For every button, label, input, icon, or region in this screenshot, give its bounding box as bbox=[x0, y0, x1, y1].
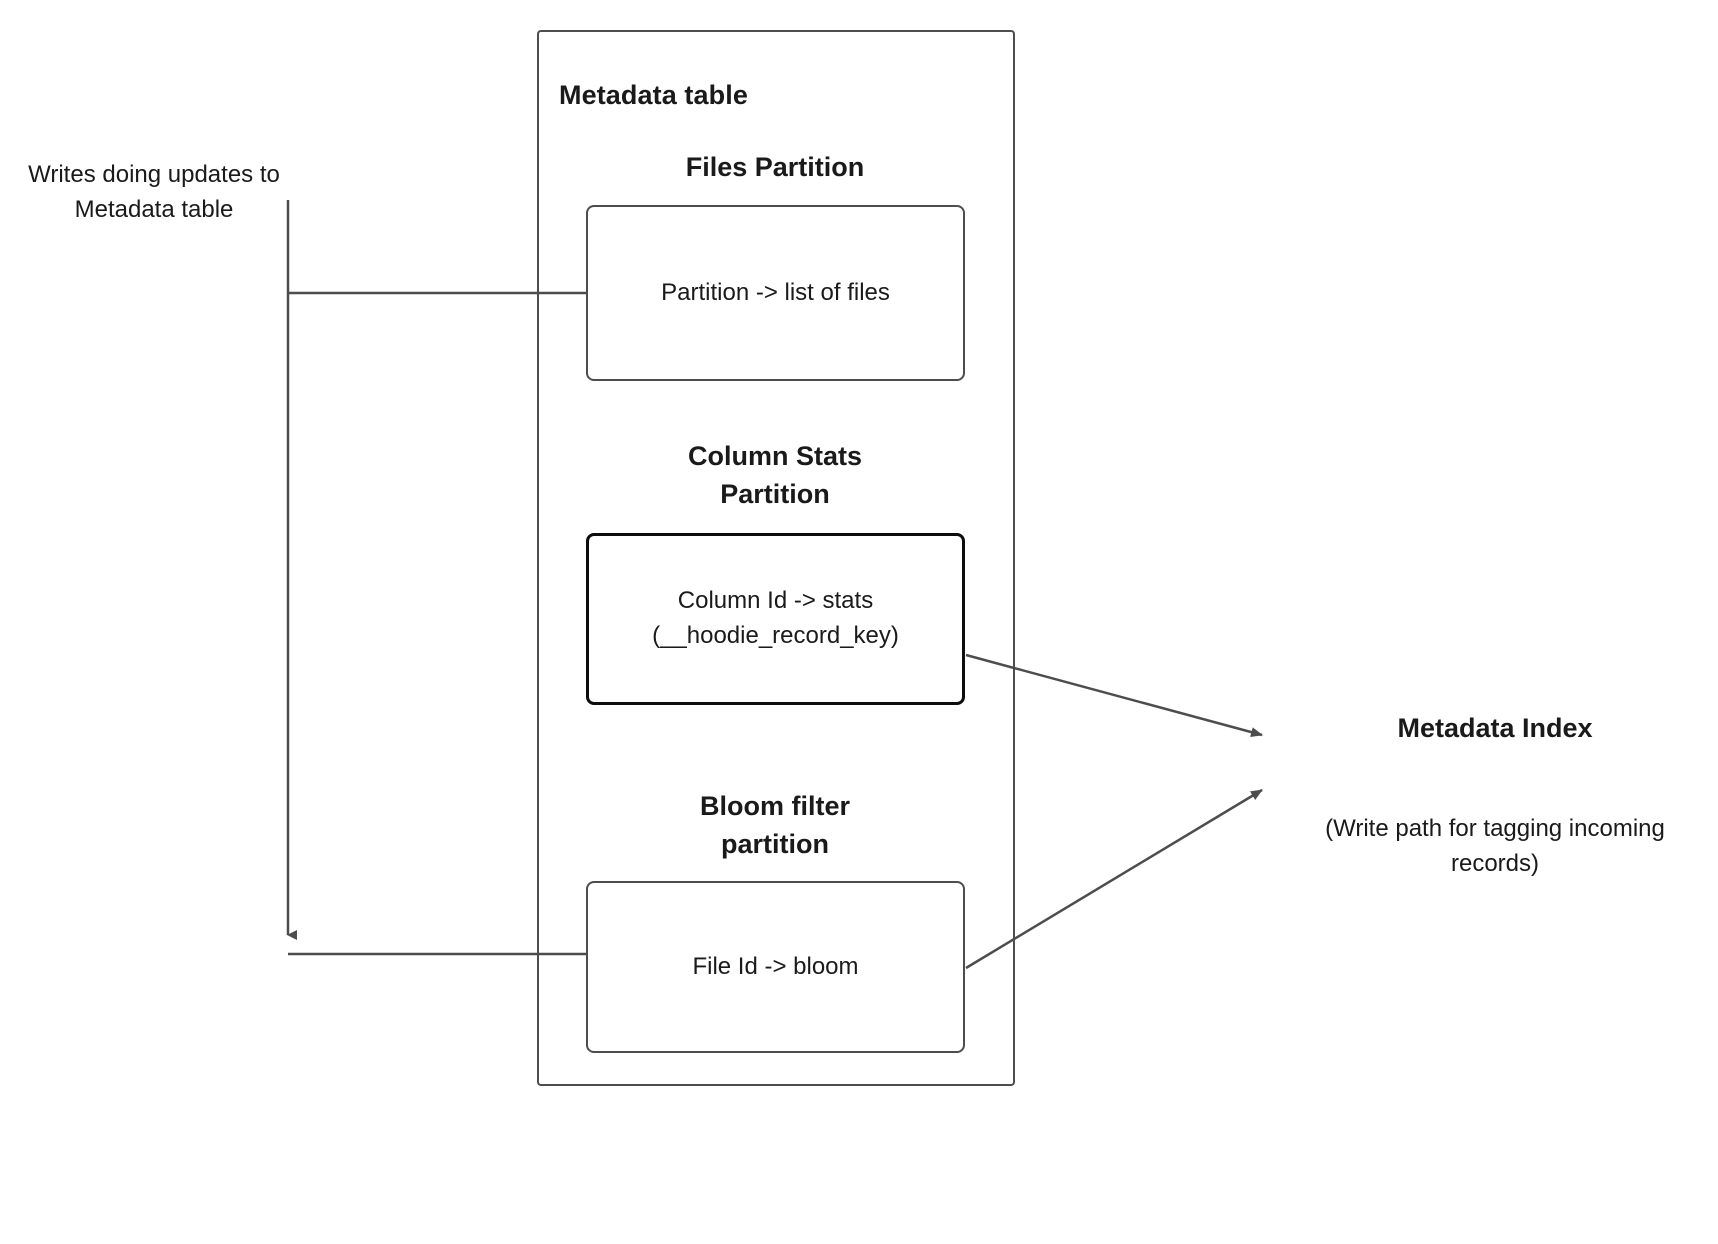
files-partition-box[interactable]: Partition -> list of files bbox=[586, 205, 965, 381]
column-stats-partition-box-text: Column Id -> stats (__hoodie_record_key) bbox=[652, 584, 899, 654]
column-stats-key-line: (__hoodie_record_key) bbox=[652, 622, 899, 649]
column-stats-partition-box[interactable]: Column Id -> stats (__hoodie_record_key) bbox=[586, 533, 965, 705]
files-partition-box-text: Partition -> list of files bbox=[661, 278, 890, 306]
bloom-filter-partition-box-text: File Id -> bloom bbox=[692, 952, 859, 980]
metadata-index-title: Metadata Index bbox=[1397, 713, 1593, 743]
metadata-table-title: Metadata table bbox=[559, 80, 748, 110]
metadata-index-note: (Write path for tagging incoming records… bbox=[1325, 815, 1665, 877]
metadata-table-container bbox=[537, 30, 1015, 1086]
bloom-filter-partition-box[interactable]: File Id -> bloom bbox=[586, 881, 965, 1053]
writes-updates-caption: Writes doing updates to Metadata table bbox=[28, 161, 280, 223]
files-partition-heading: Files Partition bbox=[685, 152, 865, 182]
column-stats-mapping-line: Column Id -> stats bbox=[677, 587, 874, 615]
